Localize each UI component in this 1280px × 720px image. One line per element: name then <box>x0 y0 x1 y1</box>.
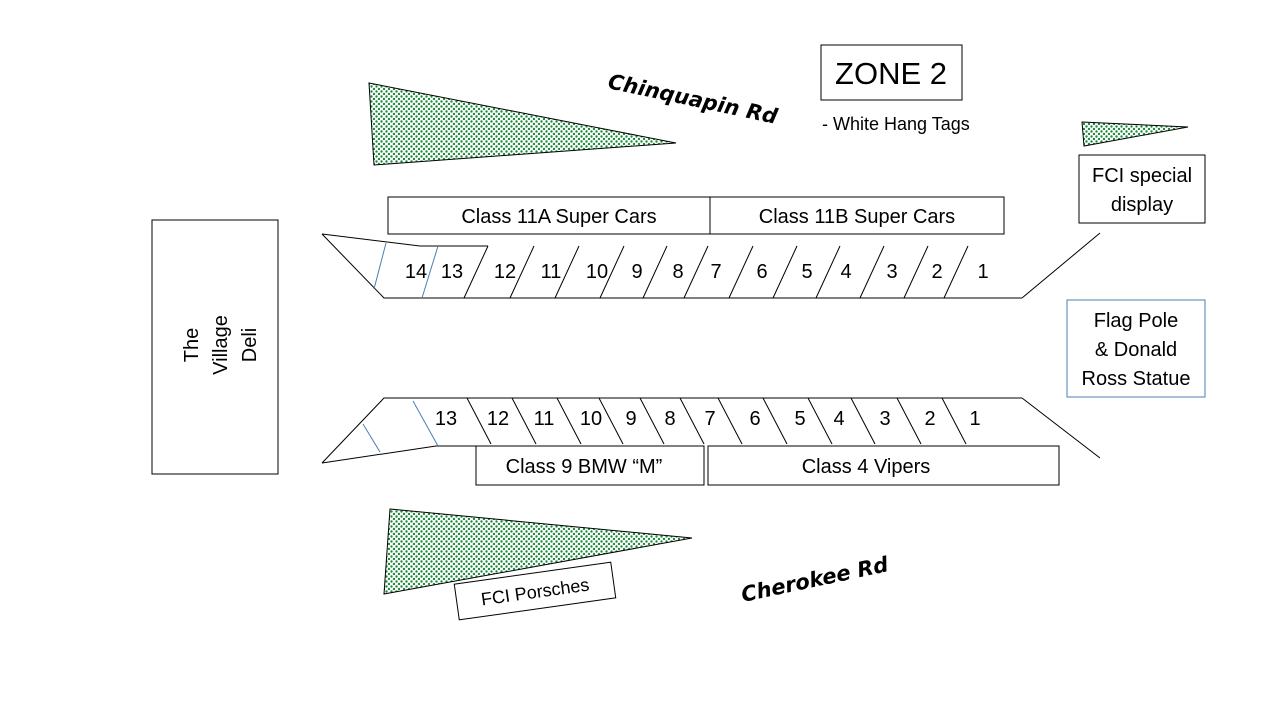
fci-porsches-box: FCI Porsches <box>453 561 617 621</box>
flag-pole-box <box>1066 299 1206 398</box>
class-11a-box <box>387 196 711 235</box>
top-space-divider <box>463 245 489 299</box>
bottom-green-island <box>383 508 693 595</box>
top-space-divider <box>728 245 754 299</box>
top-space-7: 7 <box>710 261 721 283</box>
right-green-island <box>1081 121 1189 147</box>
flag-pole-line3: Ross Statue <box>1082 368 1191 390</box>
zone-title: ZONE 2 <box>835 56 947 91</box>
class-4-label: Class 4 Vipers <box>802 456 931 478</box>
top-space-11: 11 <box>541 261 562 283</box>
top-space-divider <box>943 245 969 299</box>
top-space-5: 5 <box>801 261 812 283</box>
class-9-label: Class 9 BMW “M” <box>506 456 663 478</box>
class-4-box <box>707 445 1060 486</box>
class-11b-box <box>709 196 1005 235</box>
top-green-island <box>368 82 677 166</box>
svg-text:The: The <box>181 328 203 362</box>
bottom-space-divider <box>679 397 705 445</box>
top-space-divider <box>772 245 798 299</box>
top-space-9: 9 <box>631 261 642 283</box>
zone-subtitle: - White Hang Tags <box>822 114 970 134</box>
bottom-space-divider <box>941 397 967 445</box>
top-space-4: 4 <box>840 261 851 283</box>
village-deli-label: The Village Deli <box>181 315 261 375</box>
top-space-numbers: 14 13 12 11 10 9 8 7 6 5 4 3 2 1 <box>405 261 989 283</box>
bottom-space-4: 4 <box>833 408 844 430</box>
bottom-space-divider <box>762 397 788 445</box>
top-space-8: 8 <box>672 261 683 283</box>
bottom-space-divider <box>717 397 743 445</box>
bottom-space-divider <box>556 397 582 445</box>
bottom-space-divider <box>639 397 665 445</box>
top-space-13: 13 <box>441 261 463 283</box>
top-parking-row <box>321 232 1101 299</box>
bottom-space-13: 13 <box>435 408 457 430</box>
bottom-space-9: 9 <box>625 408 636 430</box>
top-space-12: 12 <box>494 261 516 283</box>
flag-pole-line1: Flag Pole <box>1094 310 1179 332</box>
top-space-divider <box>554 245 580 299</box>
top-space-6: 6 <box>756 261 767 283</box>
bottom-space-divider <box>511 397 537 445</box>
bottom-space-8: 8 <box>664 408 675 430</box>
top-space-divider <box>642 245 668 299</box>
bottom-space-divider <box>466 397 492 445</box>
bottom-space-divider <box>850 397 876 445</box>
top-space-10: 10 <box>586 261 608 283</box>
bottom-space-3: 3 <box>879 408 890 430</box>
zone-box <box>820 44 963 101</box>
bottom-space-2: 2 <box>924 408 935 430</box>
top-space-divider <box>903 245 929 299</box>
class-11a-label: Class 11A Super Cars <box>461 206 656 228</box>
fci-display-box <box>1078 154 1206 224</box>
fci-display-line1: FCI special <box>1092 165 1192 187</box>
bottom-space-divider <box>807 397 833 445</box>
bottom-space-divider <box>598 397 624 445</box>
village-deli-box <box>151 219 279 475</box>
top-space-divider <box>683 245 709 299</box>
bottom-space-divider <box>896 397 922 445</box>
bottom-space-numbers: 13 12 11 10 9 8 7 6 5 4 3 2 1 <box>435 408 981 430</box>
top-space-2: 2 <box>931 261 942 283</box>
bottom-space-6: 6 <box>749 408 760 430</box>
bottom-parking-row <box>321 397 1101 464</box>
class-9-box <box>475 445 705 486</box>
fci-display-line2: display <box>1111 194 1173 216</box>
flag-pole-line2: & Donald <box>1095 339 1177 361</box>
road-label-bottom: Cherokee Rd <box>739 552 891 607</box>
class-11b-label: Class 11B Super Cars <box>759 206 955 228</box>
svg-text:Village: Village <box>210 315 232 375</box>
top-space-1: 1 <box>977 261 988 283</box>
top-space-divider <box>599 245 625 299</box>
top-space-3: 3 <box>886 261 897 283</box>
top-space-divider <box>815 245 841 299</box>
bottom-space-12: 12 <box>487 408 509 430</box>
top-space-14: 14 <box>405 261 427 283</box>
bottom-space-11: 11 <box>534 408 555 430</box>
bottom-space-1: 1 <box>969 408 980 430</box>
top-space-divider <box>509 245 535 299</box>
svg-text:Deli: Deli <box>239 328 261 362</box>
top-space-divider <box>859 245 885 299</box>
bottom-space-5: 5 <box>794 408 805 430</box>
bottom-space-10: 10 <box>580 408 602 430</box>
road-label-top: Chinquapin Rd <box>606 69 781 129</box>
bottom-space-7: 7 <box>704 408 715 430</box>
